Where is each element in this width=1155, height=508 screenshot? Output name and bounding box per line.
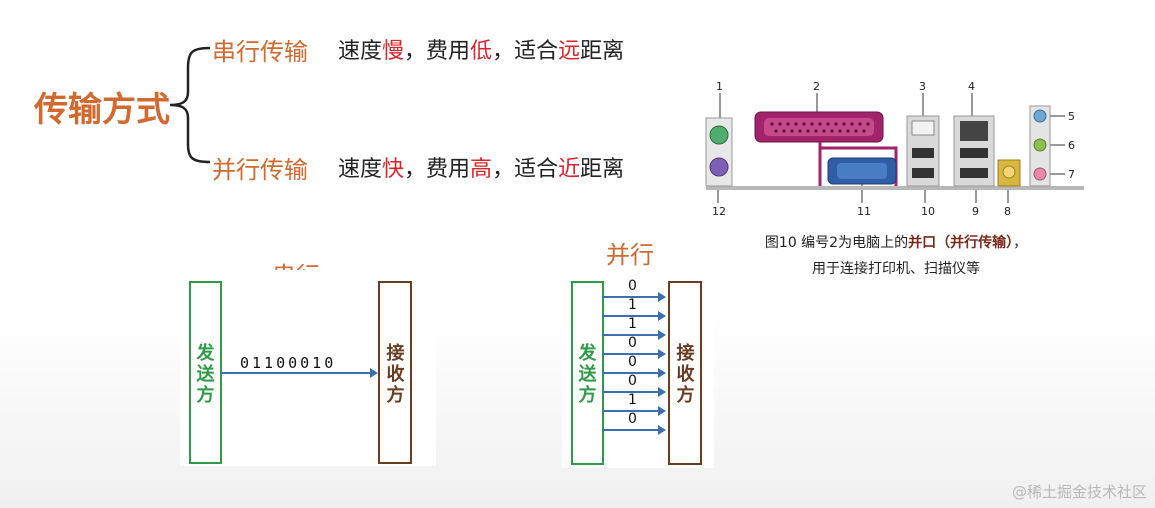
port-number-7: 7 — [1068, 168, 1075, 181]
port-number-9: 9 — [972, 205, 979, 218]
parallel-transfer-label: 并行传输 — [212, 156, 308, 184]
parallel-arrow-2 — [602, 330, 666, 340]
parallel-receiver-label: 接收方 — [676, 343, 695, 406]
parallel-arrow-3 — [602, 349, 666, 359]
serial-sender-label: 发送方 — [196, 343, 215, 406]
parallel-arrow-5 — [602, 387, 666, 397]
parallel-receiver-box: 接收方 — [668, 281, 702, 465]
serial-diagram: 发送方 接收方 01100010 — [180, 270, 436, 466]
parallel-arrow-6 — [602, 406, 666, 416]
serial-receiver-label: 接收方 — [386, 343, 405, 406]
serial-receiver-box: 接收方 — [378, 281, 412, 464]
transfer-mode-title: 传输方式 — [34, 90, 170, 130]
curly-brace — [169, 46, 211, 164]
parallel-diagram: 发送方 接收方 0 1 1 0 0 0 1 0 — [562, 266, 714, 468]
figure-caption-line1: 图10 编号2为电脑上的并口（并行传输）， — [764, 235, 1028, 251]
port-number-8: 8 — [1004, 205, 1011, 218]
port-number-5: 5 — [1068, 110, 1075, 123]
parallel-transfer-desc: 速度快，费用高，适合近距离 — [338, 157, 625, 182]
port-number-12: 12 — [712, 205, 726, 218]
parallel-bit-0: 0 — [628, 278, 637, 294]
port-number-3: 3 — [919, 80, 926, 93]
port-number-11: 11 — [857, 205, 871, 218]
parallel-bit-4: 0 — [628, 354, 637, 370]
serial-transfer-label: 串行传输 — [212, 38, 308, 66]
parallel-bit-6: 1 — [628, 392, 637, 408]
parallel-arrow-4 — [602, 368, 666, 378]
parallel-arrow-7 — [602, 425, 666, 435]
parallel-arrow-0 — [602, 292, 666, 302]
parallel-sender-label: 发送方 — [578, 343, 597, 406]
parallel-bit-5: 0 — [628, 373, 637, 389]
parallel-bit-2: 1 — [628, 316, 637, 332]
serial-arrow — [220, 368, 378, 378]
parallel-diagram-title: 并行 — [606, 241, 654, 269]
figure-caption-line2: 用于连接打印机、扫描仪等 — [812, 261, 980, 277]
serial-sender-box: 发送方 — [189, 281, 222, 464]
port-number-10: 10 — [921, 205, 935, 218]
parallel-bit-1: 1 — [628, 297, 637, 313]
parallel-arrow-1 — [602, 311, 666, 321]
watermark: @稀土掘金技术社区 — [1011, 483, 1147, 501]
serial-transfer-desc: 速度慢，费用低，适合远距离 — [338, 39, 625, 64]
parallel-sender-box: 发送方 — [571, 281, 604, 465]
port-number-2: 2 — [813, 80, 820, 93]
port-number-6: 6 — [1068, 139, 1075, 152]
serial-bit-stream: 01100010 — [240, 354, 337, 372]
parallel-bit-3: 0 — [628, 335, 637, 351]
io-panel-illustration: 1 2 3 4 5 6 7 8 9 10 11 12 — [705, 80, 1084, 218]
parallel-bit-7: 0 — [628, 411, 637, 427]
port-number-1: 1 — [716, 80, 723, 93]
io-panel-figure: 1 2 3 4 5 6 7 8 9 10 11 12 — [700, 78, 1092, 278]
port-number-4: 4 — [968, 80, 975, 93]
